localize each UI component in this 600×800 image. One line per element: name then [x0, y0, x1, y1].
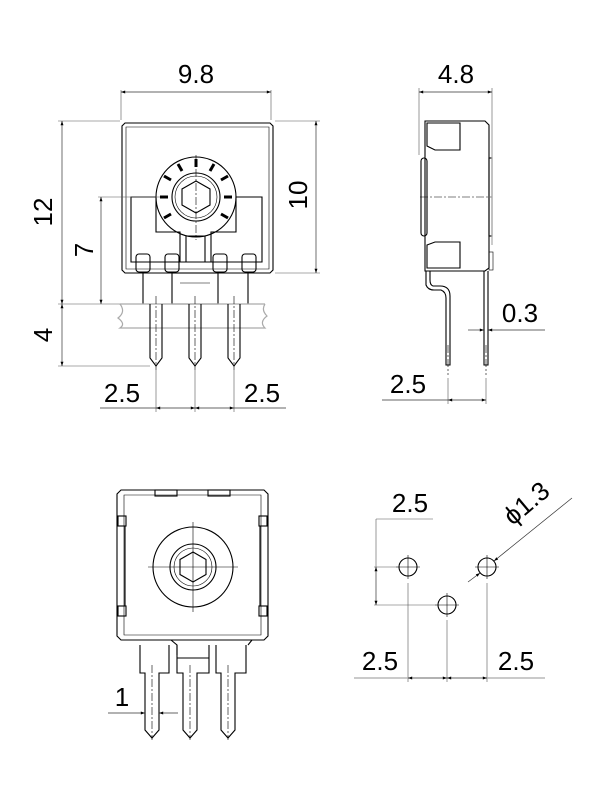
dim-front-total-height: 12 [28, 198, 58, 227]
dim-hole-diameter: ϕ1.3 [497, 475, 555, 531]
side-back-tab [488, 251, 494, 271]
rear-body-inner [123, 494, 262, 636]
dim-footprint-pitch-left: 2.5 [362, 646, 398, 676]
side-view: 4.8 0.3 2.5 [382, 59, 545, 404]
dim-front-width: 9.8 [178, 59, 214, 89]
hole-right [475, 555, 499, 579]
dim-front-pitch-right: 2.5 [244, 378, 280, 408]
footprint-view: 2.5 ϕ1.3 2.5 2.5 [354, 475, 573, 682]
dim-side-pin-thickness: 0.3 [502, 298, 538, 328]
pcb-section [117, 303, 268, 329]
dim-footprint-pitch-right: 2.5 [498, 646, 534, 676]
rear-view: 1 [108, 489, 269, 740]
dim-side-depth: 4.8 [438, 59, 474, 89]
front-body-inner [125, 126, 270, 270]
hole-left [396, 555, 420, 579]
dim-front-pin-length: 4 [28, 328, 58, 342]
front-view: 9.8 12 7 10 4 2.5 2.5 [28, 59, 320, 412]
front-pins [149, 296, 241, 370]
rear-body-outline [116, 489, 269, 641]
side-body-outline [424, 120, 490, 272]
hole-center [435, 593, 459, 617]
dim-footprint-vertical: 2.5 [392, 488, 428, 518]
rear-pins [134, 639, 254, 740]
front-body-outline [121, 122, 274, 274]
side-lower-tab [426, 241, 461, 269]
dim-rear-pin-width: 1 [115, 682, 129, 712]
dim-front-pitch-left: 2.5 [104, 378, 140, 408]
dim-front-body-height: 10 [283, 181, 313, 210]
dim-side-pin-offset: 2.5 [390, 369, 426, 399]
dim-front-knob-height: 7 [69, 243, 99, 257]
side-upper-tab [426, 122, 461, 151]
terminal-pads [135, 253, 257, 273]
rear-notch-left [154, 489, 178, 497]
rear-notch-right [207, 489, 231, 497]
front-inner-frame [130, 196, 263, 263]
side-pin-bent [425, 271, 451, 366]
